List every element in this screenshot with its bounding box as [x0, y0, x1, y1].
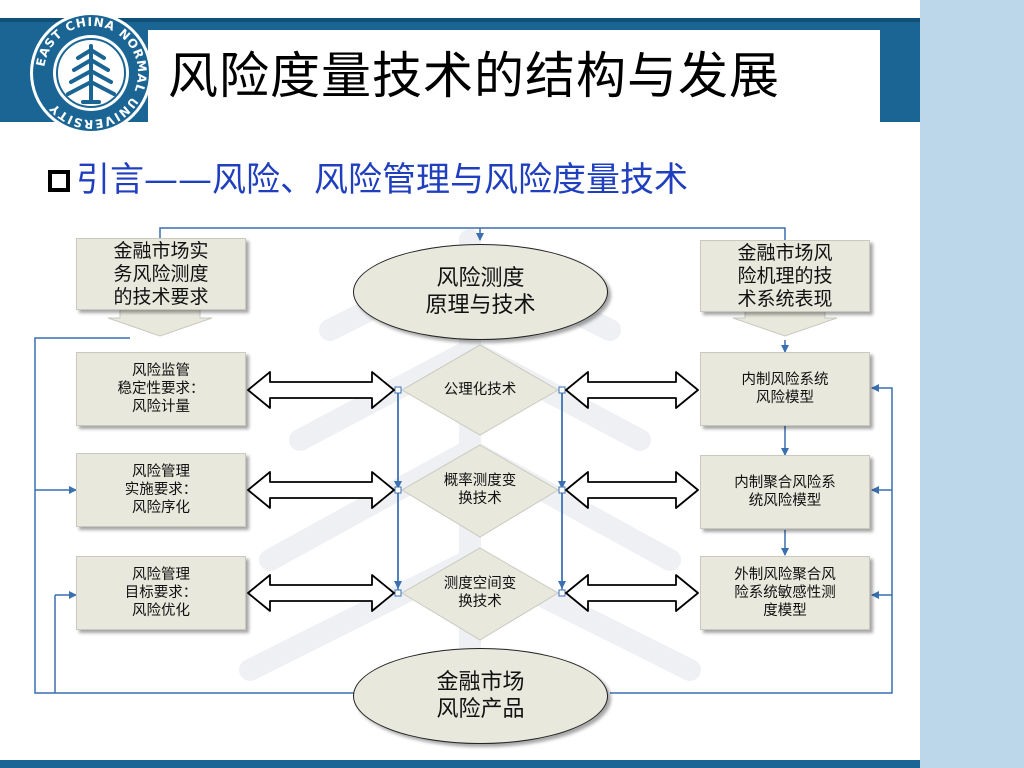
right-box-1: 内制风险系统 风险模型 [700, 352, 870, 426]
diamond-label-1: 公理化技术 [443, 382, 517, 398]
diamond-label-3: 测度空间变 换技术 [443, 576, 517, 610]
bottom-band [0, 760, 920, 768]
top-ellipse: 风险测度 原理与技术 [353, 244, 608, 340]
left-box-2: 风险管理 实施要求： 风险序化 [76, 453, 246, 527]
double-arrow-left-3 [247, 574, 395, 612]
left-loop-line [34, 337, 355, 694]
double-arrow-right-3 [565, 574, 699, 612]
diamond-label-2: 概率测度变 换技术 [443, 473, 517, 507]
university-logo: EAST CHINA NORMAL UNIVERSITY [30, 12, 152, 134]
left-block-arrow [107, 307, 213, 337]
double-arrow-right-2 [565, 471, 699, 509]
header-band-top-edge [0, 18, 920, 22]
right-block-arrow [732, 307, 838, 337]
title-background [148, 30, 880, 122]
left-box-3: 风险管理 目标要求： 风险优化 [76, 556, 246, 630]
top-left-box: 金融市场实 务风险测度 的技术要求 [76, 238, 246, 310]
diamond-2 [401, 444, 559, 538]
double-arrow-left-1 [247, 371, 395, 409]
page-title: 风险度量技术的结构与发展 [168, 47, 780, 105]
left-box-1: 风险监管 稳定性要求： 风险计量 [76, 352, 246, 426]
diamond-1 [400, 344, 560, 436]
double-arrow-right-1 [565, 371, 699, 409]
right-loop-line [610, 384, 893, 694]
subtitle-text: 引言——风险、风险管理与风险度量技术 [76, 160, 688, 200]
square-bullet-icon [48, 170, 70, 192]
right-box-2: 内制聚合风险系 统风险模型 [700, 455, 870, 529]
right-box-3: 外制风险聚合风 险系统敏感性测 度模型 [700, 556, 870, 630]
right-decorative-strip [920, 0, 1024, 768]
top-connector-line [159, 227, 786, 240]
top-right-box: 金融市场风 险机理的技 术系统表现 [700, 240, 870, 312]
diamond-3 [401, 547, 559, 641]
bottom-ellipse: 金融市场 风险产品 [353, 648, 608, 744]
subtitle: 引言——风险、风险管理与风险度量技术 [48, 150, 688, 210]
double-arrow-left-2 [247, 471, 395, 509]
